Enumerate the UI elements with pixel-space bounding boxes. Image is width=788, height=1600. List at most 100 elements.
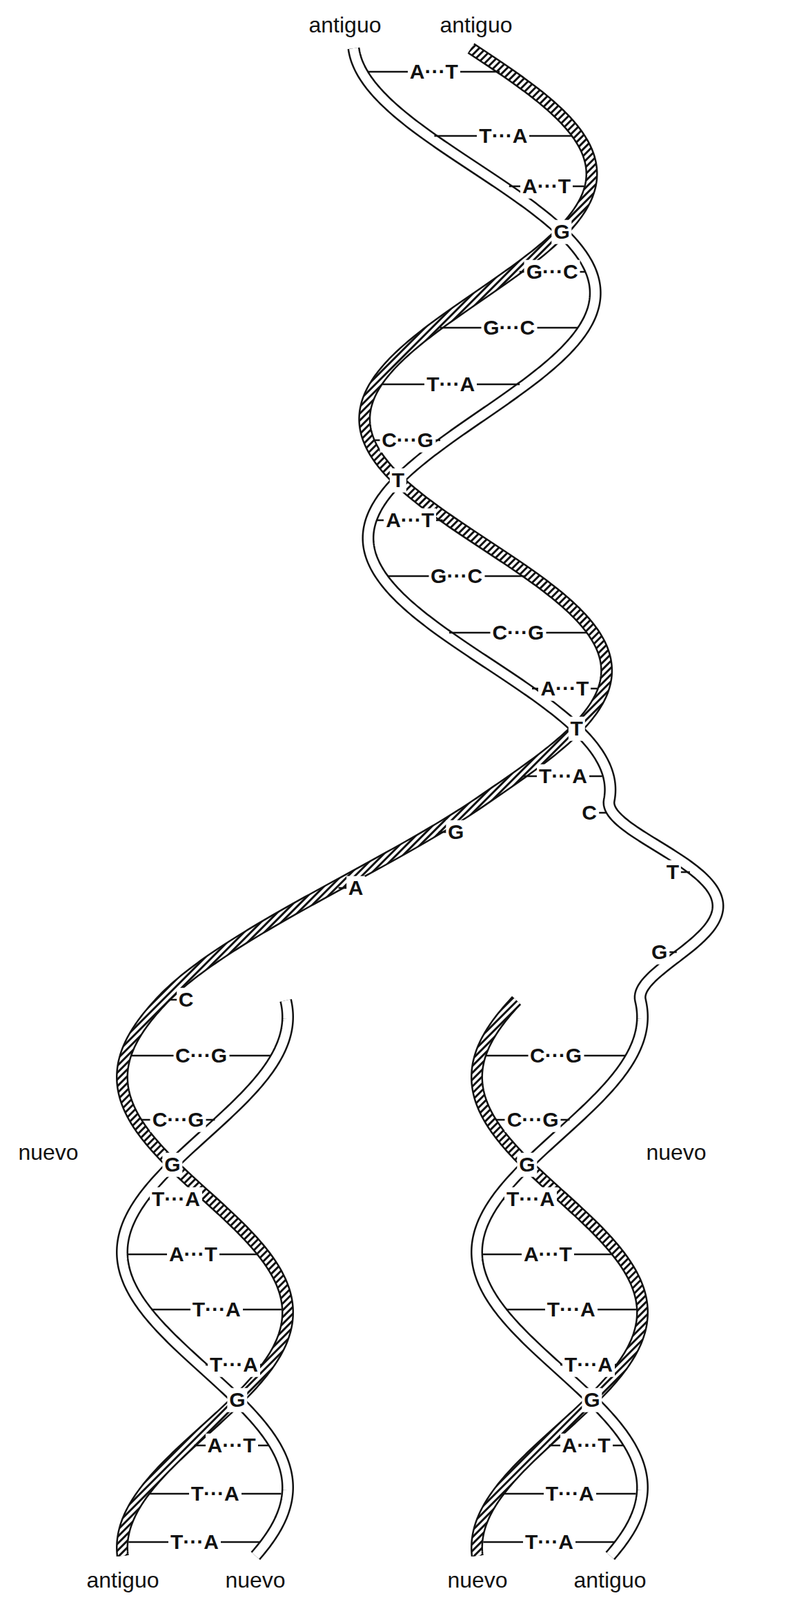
base-text: G [445, 820, 466, 845]
base-text: A···T [205, 1433, 259, 1459]
base-letter: G [445, 820, 466, 845]
base-text: G···C [524, 260, 581, 285]
base-text: A···T [520, 174, 573, 199]
base-pair: C···G [505, 1108, 561, 1133]
dna-strand [122, 48, 607, 1556]
base-text: A [346, 876, 366, 901]
base-text: G···C [480, 316, 537, 341]
base-text: T···A [536, 764, 590, 789]
base-pair: T···A [523, 1530, 576, 1555]
base-text: T···A [476, 124, 530, 149]
base-text: A···T [407, 60, 461, 85]
base-text: G···C [428, 564, 485, 589]
base-text: T···A [189, 1482, 242, 1507]
base-text: C···G [173, 1043, 230, 1069]
base-text: G [649, 940, 670, 965]
base-pair: T···A [562, 1353, 615, 1378]
base-letter: G [551, 220, 572, 245]
base-pair: T···A [189, 1482, 242, 1507]
base-pair: T···A [543, 1482, 597, 1507]
base-text: C···G [379, 428, 436, 453]
base-text: A···T [560, 1433, 613, 1459]
base-text: G [516, 1153, 537, 1178]
rung-group [128, 71, 691, 1543]
base-letter: G [227, 1388, 248, 1413]
base-pair: A···T [205, 1433, 259, 1459]
strand-label-text: antiguo [307, 12, 384, 38]
base-text: T···A [504, 1187, 557, 1212]
base-pair: G···C [524, 260, 581, 285]
strand-label-text: antiguo [438, 12, 515, 38]
strand-label: nuevo [643, 1139, 708, 1166]
base-pair: A···T [407, 60, 461, 85]
strand-label: nuevo [15, 1139, 81, 1166]
strand-label-text: nuevo [15, 1139, 81, 1166]
base-text: T···A [545, 1297, 598, 1323]
base-text: C [176, 988, 196, 1013]
base-text: G [227, 1388, 248, 1413]
base-text: A···T [166, 1242, 220, 1267]
base-pair: A···T [166, 1242, 220, 1267]
base-letter: T [568, 716, 586, 742]
base-text: T···A [190, 1297, 243, 1323]
base-text: A···T [538, 676, 591, 702]
strand-label: antiguo [307, 12, 384, 38]
base-letter: G [162, 1153, 183, 1178]
base-pair: T···A [190, 1297, 243, 1323]
base-pair: A···T [520, 174, 573, 199]
strand-outline [122, 48, 607, 1556]
strand-label-text: nuevo [445, 1567, 510, 1594]
base-text: T [568, 716, 586, 742]
strand-label: nuevo [222, 1567, 288, 1594]
strand-label: antiguo [572, 1567, 649, 1594]
base-text: T···A [562, 1353, 615, 1378]
base-pair: C···G [527, 1043, 584, 1069]
strand-label-text: nuevo [643, 1139, 708, 1166]
strand-outline [122, 1000, 288, 1556]
base-text: C···G [527, 1043, 584, 1069]
base-pair: A···T [383, 508, 437, 533]
base-text: T···A [424, 372, 477, 397]
strand-outline [476, 1000, 643, 1556]
base-text: T···A [149, 1187, 203, 1212]
base-text: C···G [489, 621, 546, 646]
base-pair: C···G [489, 621, 546, 646]
base-pair: A···T [538, 676, 591, 702]
base-text: G [162, 1153, 183, 1178]
base-text: T [389, 468, 407, 493]
dna-strand [476, 1000, 643, 1556]
strand-ribbon [122, 1000, 288, 1556]
base-text: T···A [207, 1353, 261, 1378]
base-letter: T [389, 468, 407, 493]
base-text: C [579, 801, 599, 826]
strand-ribbon [476, 1000, 643, 1556]
base-text: T···A [523, 1530, 576, 1555]
base-pair: C···G [173, 1043, 230, 1069]
base-pair: T···A [504, 1187, 557, 1212]
base-text: G [551, 220, 572, 245]
base-text: T [664, 860, 682, 885]
strand-label: nuevo [445, 1567, 510, 1594]
base-pair: T···A [207, 1353, 261, 1378]
base-letter: A [346, 876, 366, 901]
base-pair: T···A [545, 1297, 598, 1323]
base-pair: G···C [480, 316, 537, 341]
strand-label-text: antiguo [572, 1567, 649, 1594]
base-pair: T···A [168, 1530, 221, 1555]
base-letter: C [176, 988, 196, 1013]
strand-label-text: nuevo [222, 1567, 288, 1594]
base-text: C···G [150, 1108, 207, 1133]
base-letter: G [516, 1153, 537, 1178]
base-text: C···G [505, 1108, 561, 1133]
base-pair: T···A [424, 372, 477, 397]
base-text: A···T [383, 508, 437, 533]
base-text: A···T [521, 1242, 575, 1267]
strand-label-text: antiguo [84, 1567, 162, 1594]
dna-strand [122, 1000, 288, 1556]
base-text: T···A [168, 1530, 221, 1555]
base-pair: G···C [428, 564, 485, 589]
base-pair: T···A [476, 124, 530, 149]
strand-label: antiguo [438, 12, 515, 38]
base-pair: A···T [521, 1242, 575, 1267]
